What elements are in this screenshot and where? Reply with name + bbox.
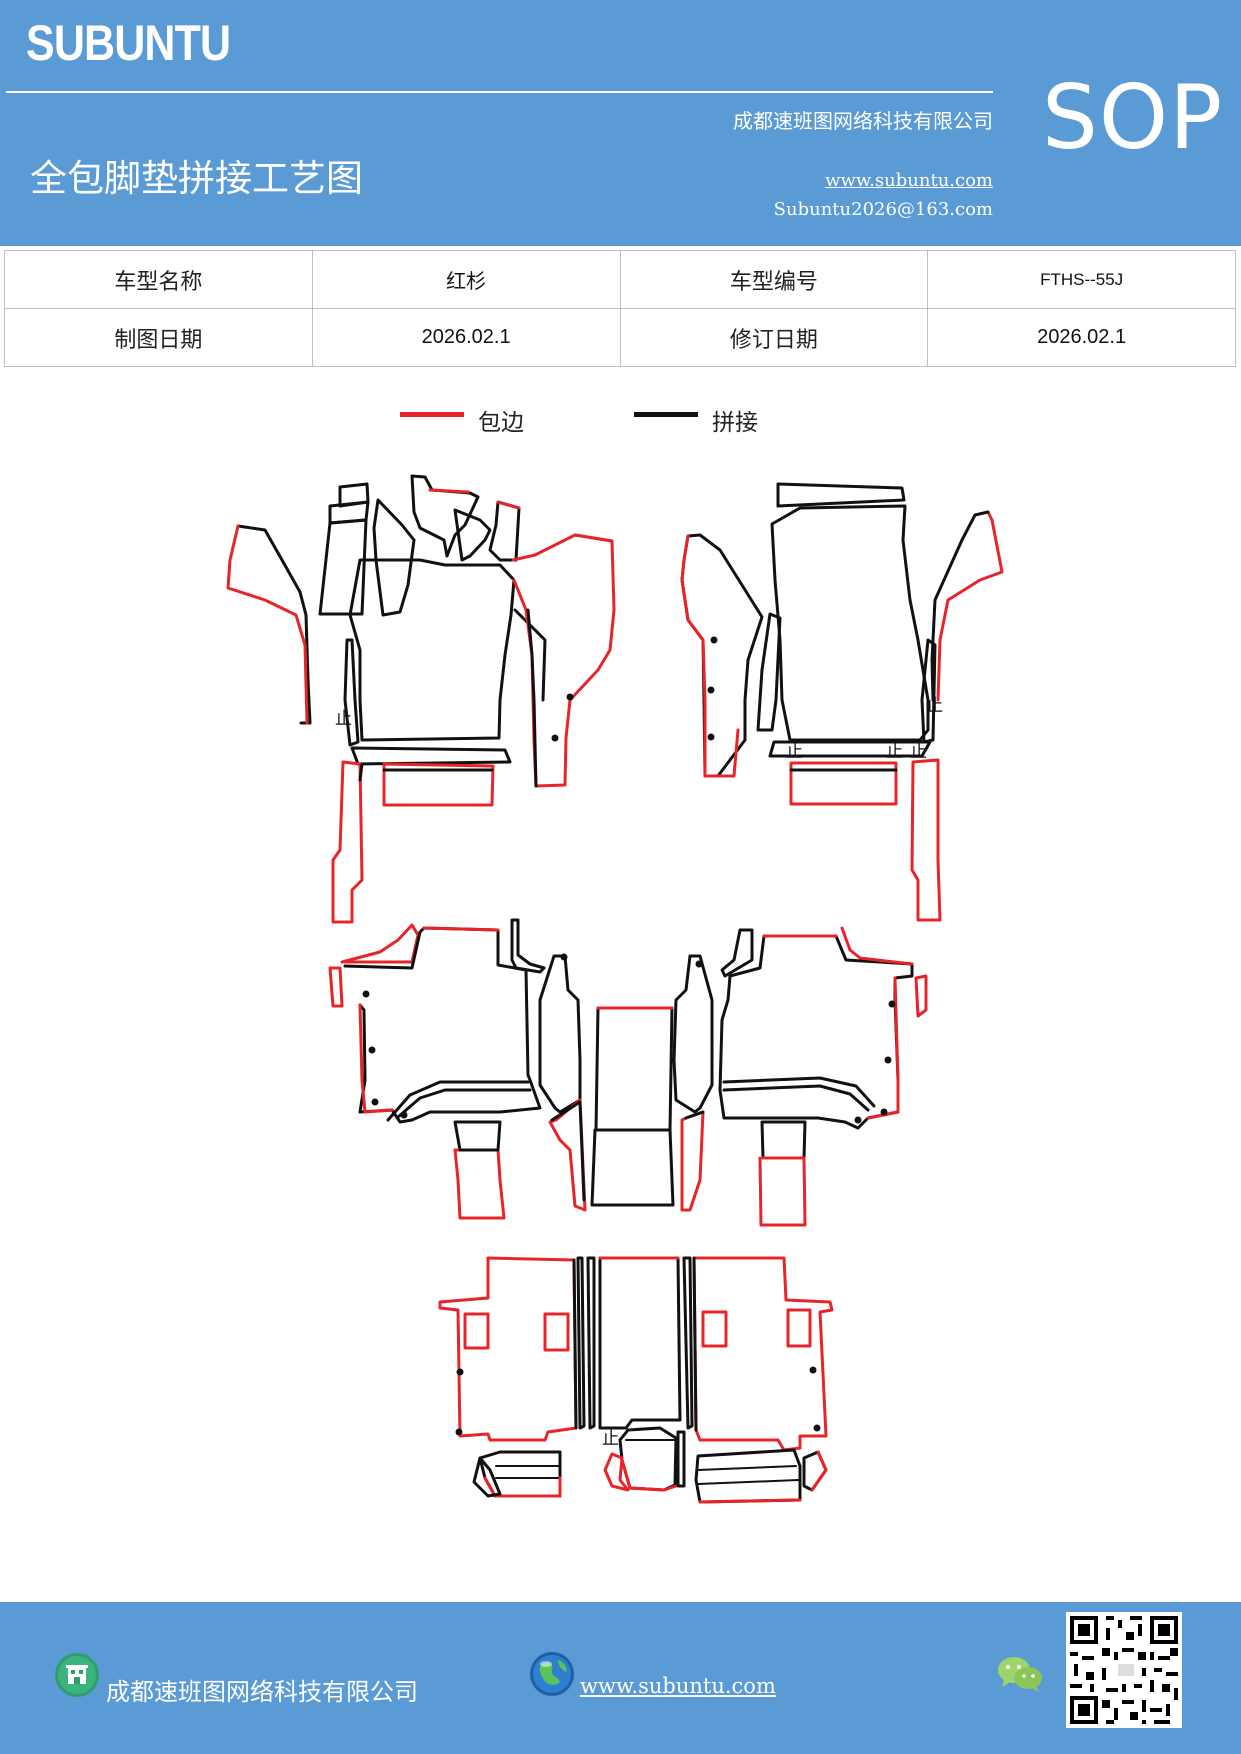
stop-mark: 止 bbox=[335, 709, 352, 729]
stop-mark: 止 bbox=[886, 742, 903, 762]
label-model-code: 车型编号 bbox=[619, 250, 929, 309]
stop-mark: 止 bbox=[926, 696, 943, 716]
header-divider bbox=[6, 91, 993, 93]
second-row-mat-group bbox=[328, 918, 928, 1227]
info-table: 车型名称 红杉 车型编号 FTHS--55J 制图日期 2026.02.1 修订… bbox=[4, 250, 1236, 367]
table-row: 车型名称 红杉 车型编号 FTHS--55J bbox=[4, 250, 1236, 309]
table-row: 制图日期 2026.02.1 修订日期 2026.02.1 bbox=[4, 308, 1236, 367]
footer-banner: 成都速班图网络科技有限公司 www.subuntu.com bbox=[0, 1602, 1241, 1754]
value-model-code: FTHS--55J bbox=[927, 250, 1236, 309]
footer-company-name: 成都速班图网络科技有限公司 bbox=[106, 1678, 418, 1706]
legend-swatch-black bbox=[634, 412, 698, 417]
value-model-name: 红杉 bbox=[311, 250, 621, 309]
label-model-name: 车型名称 bbox=[4, 250, 313, 309]
footer-website-link[interactable]: www.subuntu.com bbox=[580, 1674, 776, 1698]
legend-label: 包边 bbox=[478, 410, 524, 436]
value-revision-date: 2026.02.1 bbox=[927, 308, 1236, 367]
front-left-mat-group: 止 bbox=[226, 474, 616, 924]
sop-badge: SOP bbox=[1042, 66, 1224, 169]
building-icon bbox=[55, 1653, 99, 1697]
company-name: 成都速班图网络科技有限公司 bbox=[733, 109, 993, 133]
contact-email[interactable]: Subuntu2026@163.com bbox=[773, 199, 993, 220]
header-banner: SUBUNTU 成都速班图网络科技有限公司 全包脚垫拼接工艺图 www.subu… bbox=[0, 0, 1241, 246]
label-revision-date: 修订日期 bbox=[619, 308, 929, 367]
legend-label: 拼接 bbox=[712, 410, 758, 436]
globe-icon bbox=[530, 1652, 574, 1696]
label-drawing-date: 制图日期 bbox=[4, 308, 313, 367]
legend-swatch-red bbox=[400, 412, 464, 417]
stop-mark: 止 bbox=[786, 742, 803, 762]
front-right-mat-group: 止 止 止 止 bbox=[680, 482, 1004, 922]
website-link[interactable]: www.subuntu.com bbox=[825, 170, 993, 191]
value-drawing-date: 2026.02.1 bbox=[311, 308, 621, 367]
qr-code-pattern bbox=[1066, 1612, 1182, 1728]
stop-mark: 止 bbox=[910, 742, 927, 762]
floor-mat-diagram: 止 止 止 止 止 bbox=[226, 474, 1004, 1504]
wechat-icon[interactable] bbox=[996, 1654, 1044, 1694]
brand-logo-text: SUBUNTU bbox=[26, 15, 231, 71]
stop-mark: 止 bbox=[602, 1429, 619, 1449]
qr-code bbox=[1066, 1612, 1182, 1728]
document-title: 全包脚垫拼接工艺图 bbox=[30, 157, 363, 200]
third-row-mat-group: 止 bbox=[438, 1256, 834, 1504]
